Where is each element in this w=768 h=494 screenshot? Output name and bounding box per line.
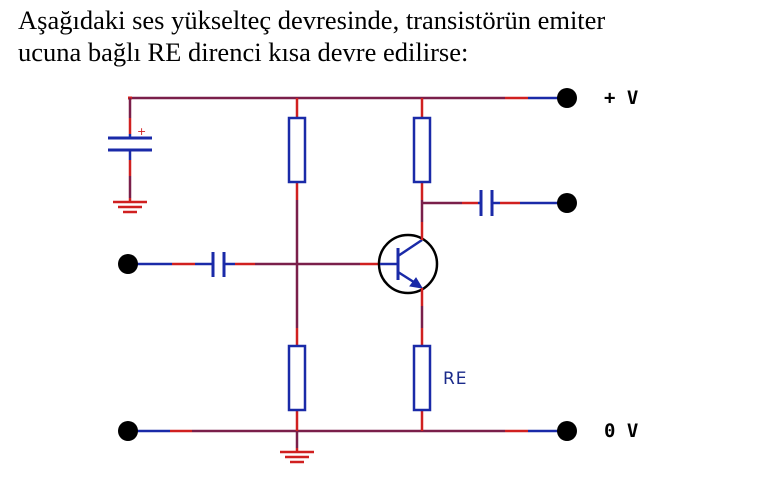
terminal-vplus: [557, 88, 577, 108]
supply-capacitor: [108, 98, 152, 198]
npn-transistor: [377, 233, 439, 295]
terminal-output: [557, 193, 577, 213]
ground-symbol-capacitor: [113, 198, 147, 214]
ground-symbol-main: [280, 448, 314, 464]
terminal-ground-left: [118, 421, 138, 441]
input-line: [128, 252, 380, 277]
question-line-1: Aşağıdaki ses yükseltеç devresinde, tran…: [18, 5, 606, 35]
output-line: [422, 190, 567, 216]
label-vplus: + V: [604, 87, 638, 109]
question-text: Aşağıdaki ses yükseltеç devresinde, tran…: [18, 4, 763, 68]
collector-resistor: [412, 116, 432, 184]
question-line-2: ucuna bağlı RE direnci kısa devre edilir…: [18, 37, 469, 67]
label-re: RE: [443, 369, 468, 389]
label-vzero: 0 V: [604, 420, 638, 442]
terminal-vzero: [557, 421, 577, 441]
bias-resistor-bottom: [287, 344, 307, 412]
terminal-input: [118, 254, 138, 274]
bias-resistor-top: [287, 116, 307, 184]
label-capacitor-plus: +: [137, 125, 146, 138]
emitter-resistor-re: [412, 344, 432, 412]
